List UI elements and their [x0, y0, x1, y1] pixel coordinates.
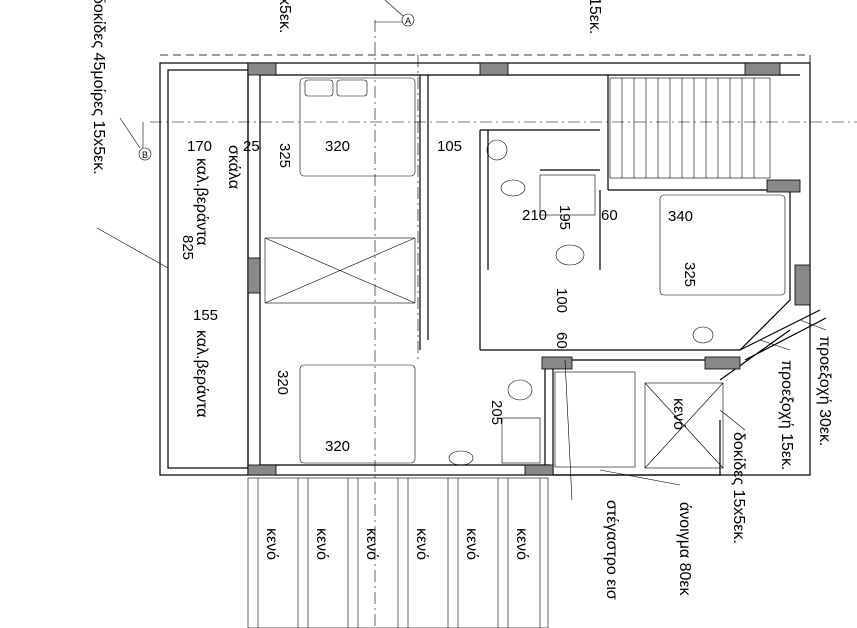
- overhang-30-label: προεξοχή 30εκ.: [816, 336, 833, 447]
- labels: σκάλα καλ.βεράντα καλ.βεράντα κενό κενό …: [90, 0, 833, 600]
- opening-label: άνοιγμα 80εκ: [676, 502, 693, 597]
- void-label: κενό: [363, 528, 380, 560]
- walls: [159, 62, 827, 476]
- void-label: κενό: [463, 528, 480, 560]
- furniture: [264, 77, 786, 466]
- dim-155: 155: [193, 307, 218, 324]
- void-label: κενό: [670, 398, 687, 430]
- canopy-label: στέγαστρο εισ: [603, 500, 620, 600]
- void-label: κενό: [313, 528, 330, 560]
- void-label: κενό: [263, 528, 280, 560]
- dim-205: 205: [488, 400, 505, 425]
- dim-825: 825: [179, 235, 196, 260]
- void-label: κενό: [413, 528, 430, 560]
- slats-right-label: δοκίδες 15x5εκ.: [730, 432, 747, 544]
- section-marker-b: B: [119, 117, 152, 161]
- axis-lines: [150, 20, 857, 628]
- section-marker-a: A: [375, 0, 415, 27]
- veranda-label-2: καλ.βεράντα: [193, 330, 210, 418]
- dim-320c: 320: [325, 438, 350, 455]
- void-label: κενό: [513, 528, 530, 560]
- slats-left-label: δοκίδες 45μοίρες 15x5εκ.: [90, 0, 107, 175]
- dim-195: 195: [556, 205, 573, 230]
- dim-320: 320: [325, 138, 350, 155]
- veranda-label-1: καλ.βεράντα: [193, 158, 210, 246]
- dim-100: 100: [553, 288, 570, 313]
- dim-170: 170: [187, 138, 212, 155]
- dim-325: 325: [276, 143, 293, 168]
- leader-lines: [96, 227, 827, 501]
- dimensions: 170 25 325 320 105 210 195 60 340 325 82…: [179, 138, 698, 455]
- dim-210: 210: [522, 207, 547, 224]
- dim-105: 105: [437, 138, 462, 155]
- overhang-15-label: προεξοχή 15εκ.: [778, 360, 795, 471]
- dim-60: 60: [601, 207, 618, 224]
- dim-340: 340: [668, 208, 693, 225]
- dim-25: 25: [243, 138, 260, 155]
- dim-325b: 325: [681, 262, 698, 287]
- top-x5-label: x5εκ.: [276, 0, 293, 33]
- stair-label: σκάλα: [225, 145, 242, 189]
- top-15-label: 15εκ.: [586, 0, 603, 34]
- void-cells: [247, 371, 724, 628]
- section-a-label: A: [405, 16, 411, 26]
- dim-320b: 320: [274, 370, 291, 395]
- staircase: [609, 77, 771, 179]
- section-b-label: B: [142, 150, 148, 160]
- dim-60b: 60: [553, 332, 570, 349]
